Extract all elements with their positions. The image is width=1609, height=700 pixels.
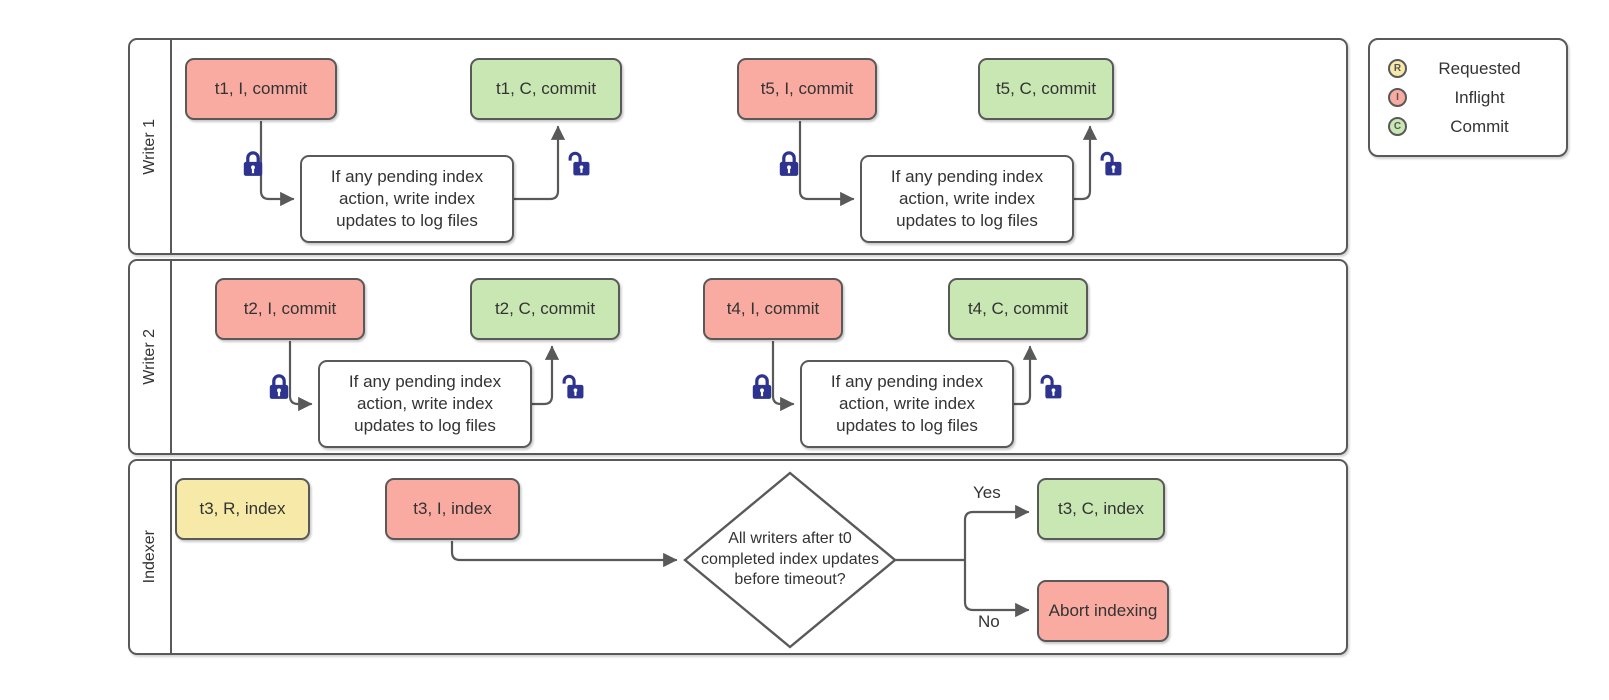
legend: R Requested I Inflight C Commit [1368, 38, 1568, 157]
lock-open-icon [558, 372, 584, 402]
node-t4-commit: t4, C, commit [948, 278, 1088, 340]
node-abort-indexing: Abort indexing [1037, 580, 1169, 642]
swimlane-writer1-label: Writer 1 [141, 118, 158, 175]
swimlane-indexer-label: Indexer [141, 530, 158, 584]
edge-label-no: No [978, 612, 1000, 631]
swimlane-writer1-label-column: Writer 1 [130, 40, 172, 253]
lock-closed-icon [266, 372, 292, 402]
decision-text: All writers after t0 completed index upd… [701, 530, 879, 589]
swimlane-writer2-label-column: Writer 2 [130, 261, 172, 453]
node-pending-note-writer2-a: If any pending index action, write index… [318, 360, 532, 448]
node-t3-inflight: t3, I, index [385, 478, 520, 540]
commit-badge-icon: C [1388, 117, 1407, 136]
node-t2-commit: t2, C, commit [470, 278, 620, 340]
edge-label-yes: Yes [973, 483, 1001, 502]
node-pending-note-writer1-b: If any pending index action, write index… [860, 155, 1074, 243]
node-t3-commit: t3, C, index [1037, 478, 1165, 540]
lock-open-icon [1096, 149, 1122, 179]
node-pending-note-writer1-a: If any pending index action, write index… [300, 155, 514, 243]
node-t2-inflight: t2, I, commit [215, 278, 365, 340]
lock-open-icon [564, 149, 590, 179]
node-t3-requested: t3, R, index [175, 478, 310, 540]
legend-label-inflight: Inflight [1454, 87, 1505, 107]
legend-label-commit: Commit [1450, 116, 1509, 136]
node-t4-inflight: t4, I, commit [703, 278, 843, 340]
swimlane-writer2-label: Writer 2 [141, 329, 158, 385]
node-t5-inflight: t5, I, commit [737, 58, 877, 120]
legend-row-requested: R Requested [1388, 57, 1552, 81]
lock-closed-icon [776, 149, 802, 179]
requested-badge-icon: R [1388, 59, 1407, 78]
node-t5-commit: t5, C, commit [978, 58, 1114, 120]
node-t1-inflight: t1, I, commit [185, 58, 337, 120]
legend-row-inflight: I Inflight [1388, 86, 1552, 110]
swimlane-indexer-label-column: Indexer [130, 461, 172, 653]
lock-closed-icon [749, 372, 775, 402]
lock-closed-icon [240, 149, 266, 179]
node-pending-note-writer2-b: If any pending index action, write index… [800, 360, 1014, 448]
inflight-badge-icon: I [1388, 88, 1407, 107]
legend-row-commit: C Commit [1388, 115, 1552, 139]
lock-open-icon [1036, 372, 1062, 402]
node-t1-commit: t1, C, commit [470, 58, 622, 120]
legend-label-requested: Requested [1438, 58, 1521, 78]
